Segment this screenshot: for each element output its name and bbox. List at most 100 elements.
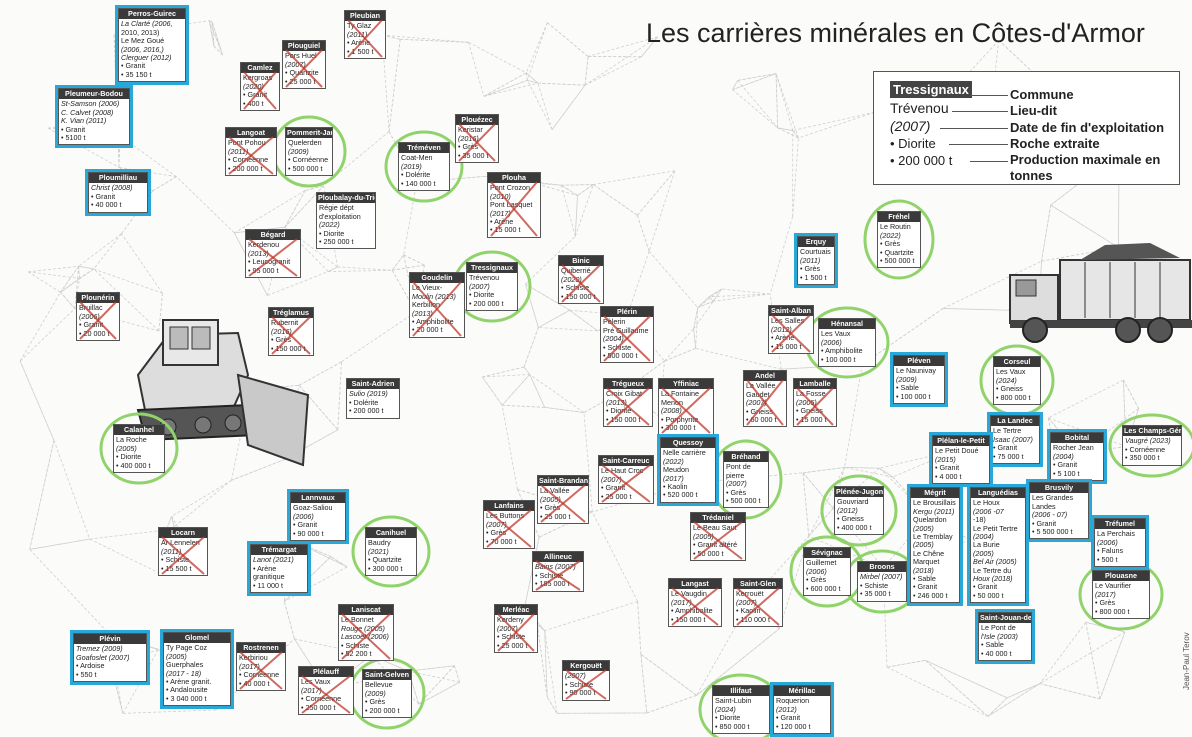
quarry-detail: • 5 500 000 t — [1032, 528, 1073, 537]
quarry-detail: (2012) — [771, 325, 792, 334]
quarry-detail: • 246 000 t — [913, 591, 948, 600]
quarry-detail: (2007) — [497, 624, 518, 633]
quarry-detail: Les Buttons — [486, 512, 524, 521]
quarry-detail: • 150 000 t — [561, 292, 596, 301]
commune-name: Camlez — [241, 63, 279, 74]
quarry-detail: • Gneiss — [837, 515, 864, 524]
quarry-detail: • Schiste — [860, 581, 889, 590]
quarry-detail: • 75 000 t — [993, 452, 1024, 461]
quarry-detail: (2006) — [806, 567, 827, 576]
quarry-detail: • 35 000 t — [458, 151, 489, 160]
quarry-detail: Kerdeny — [497, 616, 524, 625]
quarry-detail: (2007) — [746, 399, 767, 408]
quarry-detail: Les Vaux — [301, 678, 331, 687]
commune-name: Canihuel — [366, 528, 416, 539]
commune-name: Plélauff — [299, 667, 353, 678]
commune-name: Erquy — [798, 237, 834, 248]
quarry-detail: (2013) — [606, 398, 627, 407]
commune-name: Laniscat — [339, 605, 393, 616]
commune-name: Locarn — [159, 528, 207, 539]
quarry-detail: • Arène — [771, 334, 795, 343]
dump-truck-icon — [1009, 243, 1192, 343]
quarry-detail: • 150 000 t — [671, 615, 706, 624]
quarry-detail: • 400 000 t — [837, 523, 872, 532]
quarry-detail: • Andalousite — [166, 686, 208, 695]
quarry-detail: • 20 000 t — [79, 329, 110, 338]
quarry-detail: Sulio (2019) — [349, 390, 388, 399]
commune-name: Trégueux — [604, 379, 652, 390]
quarry-detail: • 95 000 t — [248, 266, 279, 275]
quarry-detail: (2011) — [228, 147, 249, 156]
quarry-detail: • 600 000 t — [806, 584, 841, 593]
quarry-detail: • 25 000 t — [601, 492, 632, 501]
quarry-detail: • Diorite — [606, 407, 632, 416]
quarry-detail: (2006 - 07) — [1032, 511, 1068, 520]
quarry-detail: (2005) — [913, 524, 934, 533]
quarry-detail: Guillemet — [806, 559, 837, 568]
quarry-detail: • Kaolin — [736, 607, 761, 616]
quarry-detail: (2005) — [693, 532, 714, 541]
quarry-detail: • Gneiss — [796, 407, 823, 416]
quarry-detail: • Granit altéré — [693, 541, 738, 550]
commune-name: Allineuc — [533, 552, 583, 563]
quarry-detail: (2022) — [880, 231, 901, 240]
quarry-detail: • Diorite — [715, 714, 741, 723]
quarry-detail: • Cornéenne — [239, 671, 280, 680]
commune-name: Saint-Adrien — [347, 379, 399, 390]
quarry-detail: • Dolérite — [349, 398, 379, 407]
quarry-detail: Les Vaux — [996, 368, 1026, 377]
commune-name: Merléac — [495, 605, 537, 616]
commune-name: Tréméven — [399, 143, 449, 154]
quarry-detail: (2017) — [671, 598, 692, 607]
quarry-detail: • Cornéenne — [301, 695, 342, 704]
quarry-detail: Bellevue — [365, 681, 393, 690]
commune-name: Tressignaux — [467, 263, 517, 274]
quarry-detail: • 70 000 t — [486, 537, 517, 546]
quarry-detail: • 300 000 t — [661, 424, 696, 433]
quarry-detail: (2017) — [239, 662, 260, 671]
quarry-detail: • Cornéenne — [228, 156, 269, 165]
quarry-detail: Gouvriard — [837, 498, 869, 507]
quarry-detail: (2021) — [368, 547, 389, 556]
quarry-detail: (2016) — [271, 327, 292, 336]
quarry-detail: Le Brousillais — [913, 499, 956, 508]
quarry-detail: • 400 t — [243, 99, 264, 108]
commune-name: Mégrit — [911, 488, 959, 499]
quarry-detail: (2012) — [837, 506, 858, 515]
quarry-detail: Le Haut Croc — [601, 467, 644, 476]
quarry-detail: • 25 000 t — [540, 512, 571, 521]
quarry-detail: • 11 000 t — [253, 581, 283, 590]
quarry-detail: (2010) — [490, 192, 511, 201]
quarry-detail: Le Bonnet — [341, 616, 374, 625]
quarry-detail: • 140 000 t — [401, 179, 436, 188]
quarry-detail: • 520 000 t — [663, 491, 698, 500]
quarry-detail: (2007) — [726, 480, 747, 489]
legend-date-label: Date de fin d'exploitation — [1010, 120, 1165, 135]
commune-name: Plévin — [74, 634, 146, 645]
quarry-detail: (2022) — [663, 457, 684, 466]
quarry-detail: pierre — [726, 471, 745, 480]
quarry-detail: Quiberrié — [561, 267, 591, 276]
quarry-detail: • 500 t — [1097, 555, 1118, 564]
quarry-detail: • Granit — [973, 583, 998, 592]
quarry-detail: • 500 000 t — [603, 352, 638, 361]
quarry-detail: • Schiste — [565, 680, 594, 689]
